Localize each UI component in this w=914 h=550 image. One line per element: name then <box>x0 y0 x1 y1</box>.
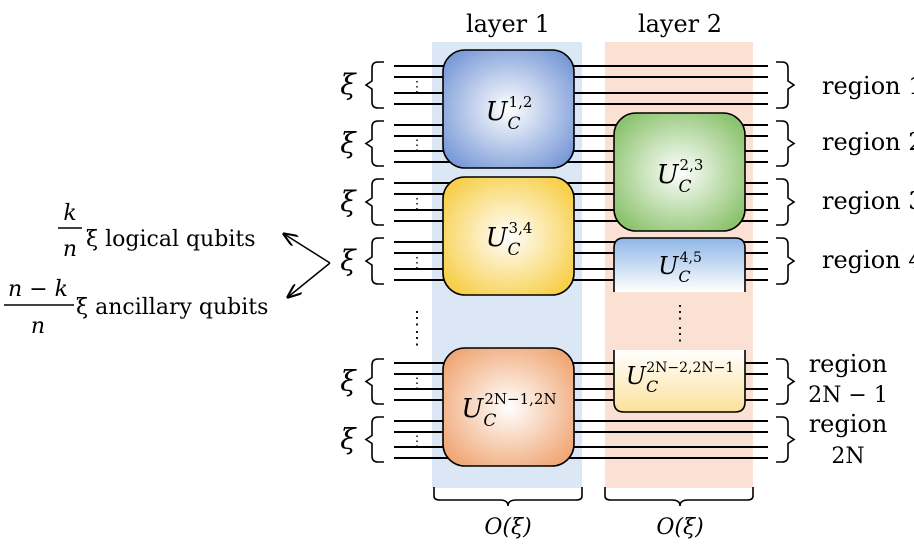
gate-label-3-4: UC3,4 <box>486 219 533 260</box>
gate-u-2-3 <box>613 112 746 232</box>
ancillary-qubits-label: ξ ancillary qubits <box>76 295 268 320</box>
gate-u-3-4 <box>442 176 575 296</box>
gate-label-2n-1-2n: UC2N−1,2N <box>461 390 556 431</box>
region-label-2: region 2 <box>822 128 914 156</box>
xi-label: ξ <box>340 423 357 456</box>
vertical-dots: ⋮⋮⋮⋮⋮⋮⋮⋮⋮⋮ <box>408 79 689 450</box>
depth-brace-layer-2 <box>604 487 754 507</box>
right-bracket <box>776 358 796 405</box>
left-bracket <box>364 237 384 285</box>
vertical-ellipsis: ⋮ <box>408 328 426 349</box>
wire-group-dots: ⋮ <box>410 434 424 450</box>
xi-label: ξ <box>340 185 357 218</box>
logical-arrow <box>284 234 331 264</box>
vertical-ellipsis: ⋮ <box>671 302 689 323</box>
gate-u-1-2 <box>442 49 575 169</box>
ancillary-arrow <box>288 262 331 297</box>
right-bracket <box>776 61 796 109</box>
region-label-2n-line1: region <box>809 410 888 438</box>
right-bracket <box>776 416 796 463</box>
xi-label: ξ <box>340 68 357 101</box>
xi-label: ξ <box>340 244 357 277</box>
layer-1-title: layer 1 <box>466 10 550 38</box>
gate-u-2n-2-2n-1 <box>613 350 746 413</box>
region-label-2n-1-line1: region <box>809 350 888 378</box>
left-brackets <box>364 61 384 463</box>
region-label-2n-1-line2: 2N − 1 <box>808 383 888 408</box>
wire-group-dots: ⋮ <box>410 79 424 95</box>
xi-label: ξ <box>340 365 357 398</box>
wire-group-dots: ⋮ <box>410 138 424 154</box>
left-bracket <box>364 61 384 109</box>
gate-label-1-2: UC1,2 <box>486 93 533 134</box>
right-bracket <box>776 120 796 167</box>
wire-group-dots: ⋮ <box>410 196 424 212</box>
gate-u-4-5 <box>613 237 746 292</box>
wire-group-dots: ⋮ <box>410 376 424 392</box>
region-label-4: region 4 <box>822 246 914 274</box>
left-bracket <box>364 416 384 463</box>
wire-group-dots: ⋮ <box>410 255 424 271</box>
region-label-3: region 3 <box>822 187 914 215</box>
vertical-ellipsis: ⋮ <box>671 324 689 345</box>
logical-fraction-numerator: k <box>63 201 76 226</box>
logical-qubits-label: ξ logical qubits <box>86 227 255 252</box>
xi-label: ξ <box>340 127 357 160</box>
gate-label-2n-2-2n-1: UC2N−2,2N−1 <box>626 360 735 396</box>
depth-label-layer-1: O(ξ) <box>484 515 531 540</box>
left-bracket <box>364 358 384 405</box>
depth-brace-layer-1 <box>433 487 583 507</box>
depth-label-layer-2: O(ξ) <box>656 515 703 540</box>
region-label-1: region 1 <box>822 72 914 100</box>
ancillary-fraction-denominator: n <box>31 314 45 339</box>
left-bracket <box>364 178 384 226</box>
gate-u-2n-1-2n <box>442 347 575 467</box>
logical-fraction-denominator: n <box>63 237 77 262</box>
ancillary-fraction-numerator: n − k <box>8 277 68 302</box>
gate-label-2-3: UC2,3 <box>657 156 704 197</box>
vertical-ellipsis: ⋮ <box>408 308 426 329</box>
right-bracket <box>776 237 796 285</box>
right-brackets <box>776 61 796 463</box>
gate-label-4-5: UC4,5 <box>658 250 702 286</box>
right-bracket <box>776 178 796 226</box>
left-bracket <box>364 120 384 167</box>
region-label-2n-line2: 2N <box>831 444 864 469</box>
layer-2-title: layer 2 <box>638 10 722 38</box>
